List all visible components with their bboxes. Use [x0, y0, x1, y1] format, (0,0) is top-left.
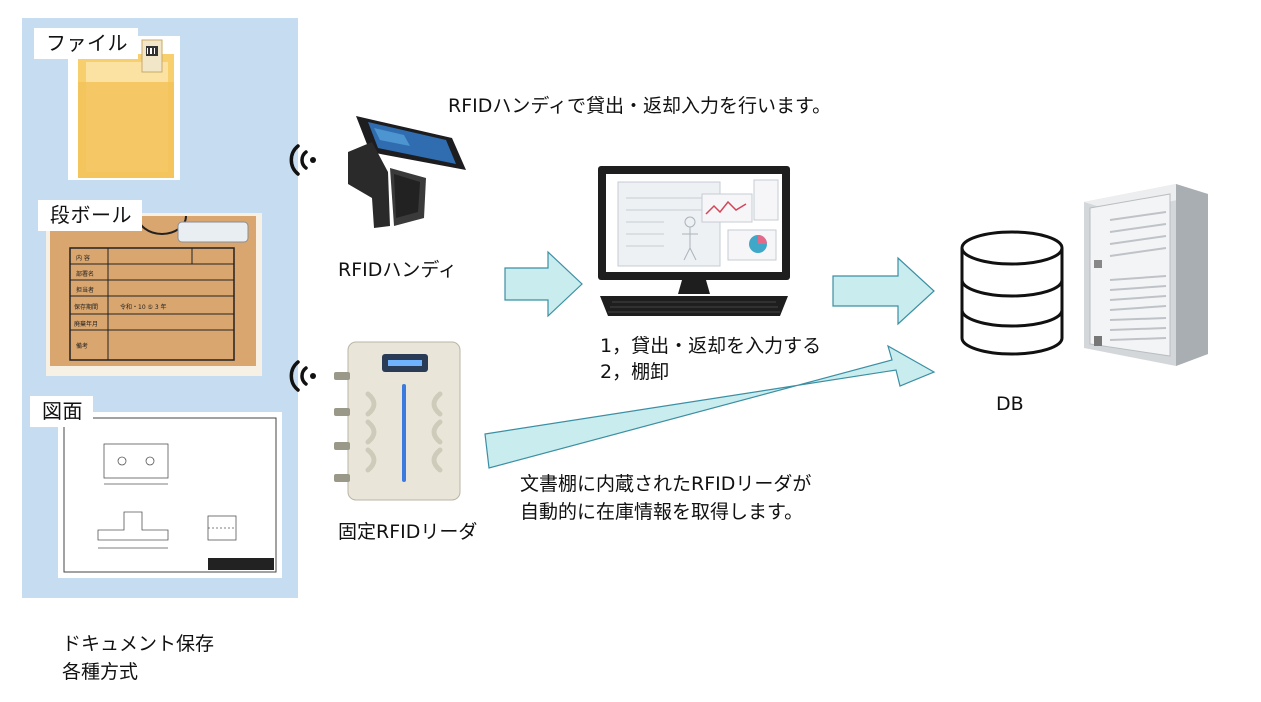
label-row-3: 保存期間 — [74, 303, 98, 311]
db-label: DB — [996, 393, 1024, 415]
pc-step-1: 1，貸出・返却を入力する — [600, 335, 822, 357]
cardboard-label-card: 内 容 部署名 担当者 保存期間 廃棄年月 備考 令和・10 ⑤ 3 年 — [50, 215, 256, 366]
desktop-pc-image — [598, 166, 790, 316]
arrow-handy-to-pc — [504, 250, 583, 318]
label-row-5: 備考 — [76, 342, 88, 350]
file-label: ファイル — [34, 28, 138, 59]
pc-step-2: 2，棚卸 — [600, 361, 670, 383]
wireless-signal-icon — [289, 144, 316, 176]
handy-description: RFIDハンディで貸出・返却入力を行います。 — [448, 95, 832, 117]
arrow-reader-to-db — [484, 344, 936, 469]
label-row-0: 内 容 — [76, 254, 90, 262]
technical-drawing-image — [58, 412, 282, 578]
fixed-reader-description-line1: 文書棚に内蔵されたRFIDリーダが — [520, 473, 812, 495]
label-row-1: 部署名 — [76, 270, 94, 278]
rfid-handheld-scanner-image — [348, 116, 466, 228]
drawing-label: 図面 — [30, 396, 93, 427]
wireless-signal-icon — [289, 360, 316, 392]
file-folder-icon — [68, 36, 180, 180]
fixed-rfid-reader-image — [334, 341, 461, 501]
storage-caption-line1: ドキュメント保存 — [62, 633, 215, 655]
database-icon — [960, 230, 1064, 356]
label-period-value: 令和・10 ⑤ 3 年 — [120, 303, 167, 311]
tower-server-image — [1084, 184, 1208, 366]
box-label: 段ボール — [38, 200, 142, 231]
arrow-pc-to-db — [832, 256, 935, 326]
label-row-2: 担当者 — [76, 286, 94, 294]
fixed-reader-description-line2: 自動的に在庫情報を取得します。 — [520, 501, 804, 523]
handy-label: RFIDハンディ — [338, 259, 458, 281]
label-row-4: 廃棄年月 — [74, 320, 98, 328]
storage-caption-line2: 各種方式 — [62, 661, 139, 683]
fixed-reader-label: 固定RFIDリーダ — [338, 521, 478, 543]
